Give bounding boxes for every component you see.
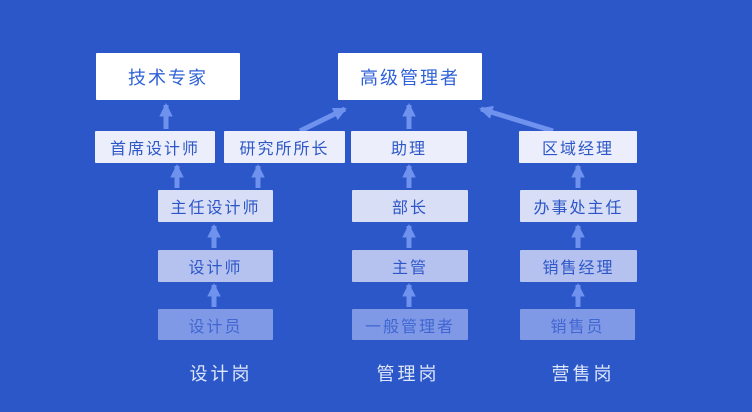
node-senior-manager: 高级管理者 (338, 53, 482, 100)
arrow-institute-director-to-senior-manager (298, 106, 347, 134)
track-label-management: 管理岗 (376, 364, 440, 385)
node-assistant: 助理 (351, 131, 467, 163)
node-lead-designer: 主任设计师 (158, 190, 273, 222)
track-label-design: 设计岗 (189, 364, 253, 385)
node-designer: 设计师 (158, 250, 273, 282)
node-institute-director: 研究所所长 (224, 131, 345, 163)
node-chief-designer: 首席设计师 (95, 131, 215, 163)
node-junior-designer: 设计员 (158, 309, 273, 340)
node-office-director: 办事处主任 (520, 190, 637, 222)
node-tech-expert: 技术专家 (96, 53, 240, 100)
node-general-manager: 一般管理者 (352, 309, 468, 340)
node-department-head: 部长 (352, 190, 468, 222)
node-supervisor: 主管 (352, 250, 468, 282)
arrow-regional-manager-to-senior-manager (479, 105, 554, 134)
node-sales-manager: 销售经理 (520, 250, 637, 282)
node-regional-manager: 区域经理 (519, 131, 637, 163)
track-label-sales: 营售岗 (551, 364, 615, 385)
node-salesperson: 销售员 (520, 309, 635, 340)
